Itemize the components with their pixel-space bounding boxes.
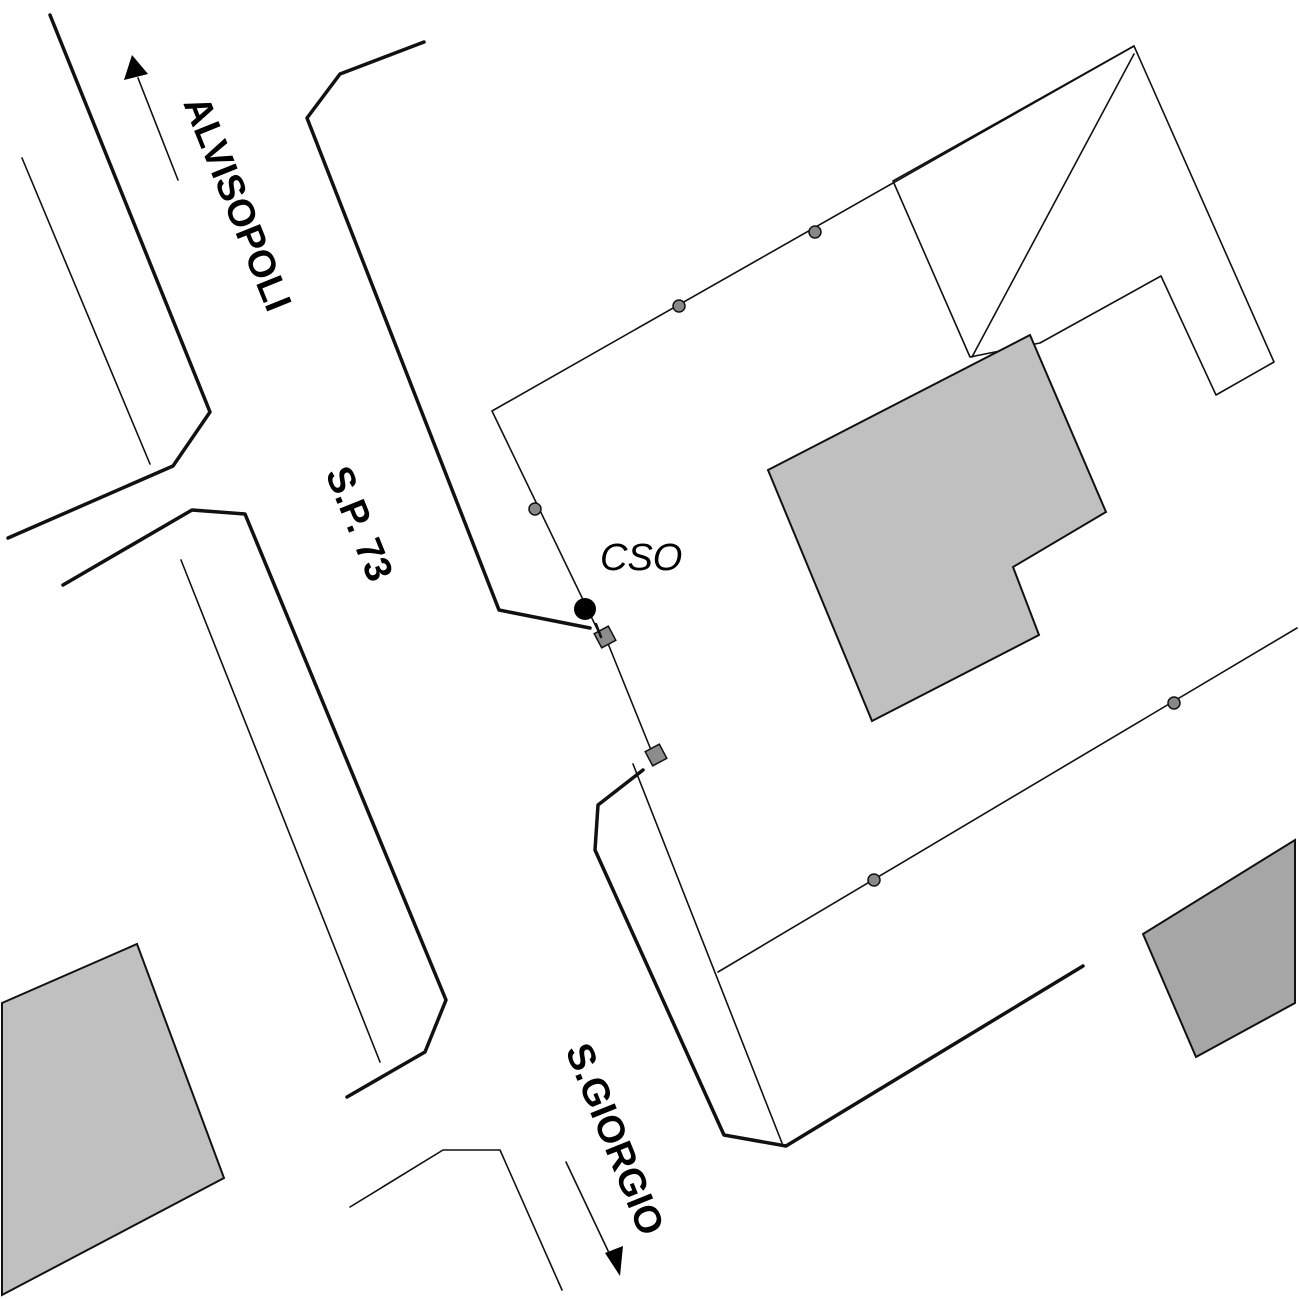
sewer-nodes bbox=[528, 225, 1181, 887]
sidewalk-north-west bbox=[21, 157, 151, 465]
road-edge-west-north bbox=[6, 13, 212, 540]
manhole-chamber-south bbox=[644, 743, 668, 767]
building-outline-northeast bbox=[892, 45, 1275, 396]
sewer-network bbox=[491, 45, 1298, 1144]
building-southeast bbox=[1141, 838, 1296, 1059]
road-edge-west-south bbox=[61, 508, 448, 1099]
sewer-line-south bbox=[717, 627, 1298, 973]
sewer-node bbox=[528, 502, 542, 516]
buildings bbox=[1, 45, 1296, 1297]
label-road-sp73: S.P. 73 bbox=[317, 461, 401, 588]
road-edge-east-south bbox=[593, 768, 1085, 1148]
arrow-up-icon bbox=[124, 55, 179, 181]
sewer-node bbox=[808, 225, 822, 239]
building-outline-diagonal bbox=[971, 53, 1135, 358]
sewer-node bbox=[867, 873, 881, 887]
direction-arrows bbox=[124, 55, 623, 1276]
sewer-node bbox=[672, 299, 686, 313]
arrow-down-icon bbox=[565, 1161, 623, 1276]
building-cso-facility bbox=[766, 333, 1108, 723]
cso-marker-icon bbox=[574, 598, 596, 620]
map-labels: ALVISOPOLI S.P. 73 S.GIORGIO CSO bbox=[175, 91, 683, 1242]
building-southwest bbox=[1, 942, 226, 1297]
cso-marker-tick bbox=[594, 622, 603, 639]
road-edge-east-north bbox=[305, 40, 592, 630]
label-cso: CSO bbox=[600, 537, 682, 579]
sewer-node bbox=[1167, 696, 1181, 710]
sidewalk-south-west bbox=[180, 559, 381, 1063]
sidewalk-south bbox=[349, 1149, 563, 1291]
road-sp73 bbox=[6, 13, 1085, 1291]
label-alvisopoli: ALVISOPOLI bbox=[175, 91, 299, 318]
sewer-line-outfall bbox=[632, 763, 783, 1144]
sewer-line-west bbox=[491, 45, 1135, 638]
sewer-line-conduit bbox=[606, 640, 652, 751]
label-s-giorgio: S.GIORGIO bbox=[557, 1038, 672, 1242]
